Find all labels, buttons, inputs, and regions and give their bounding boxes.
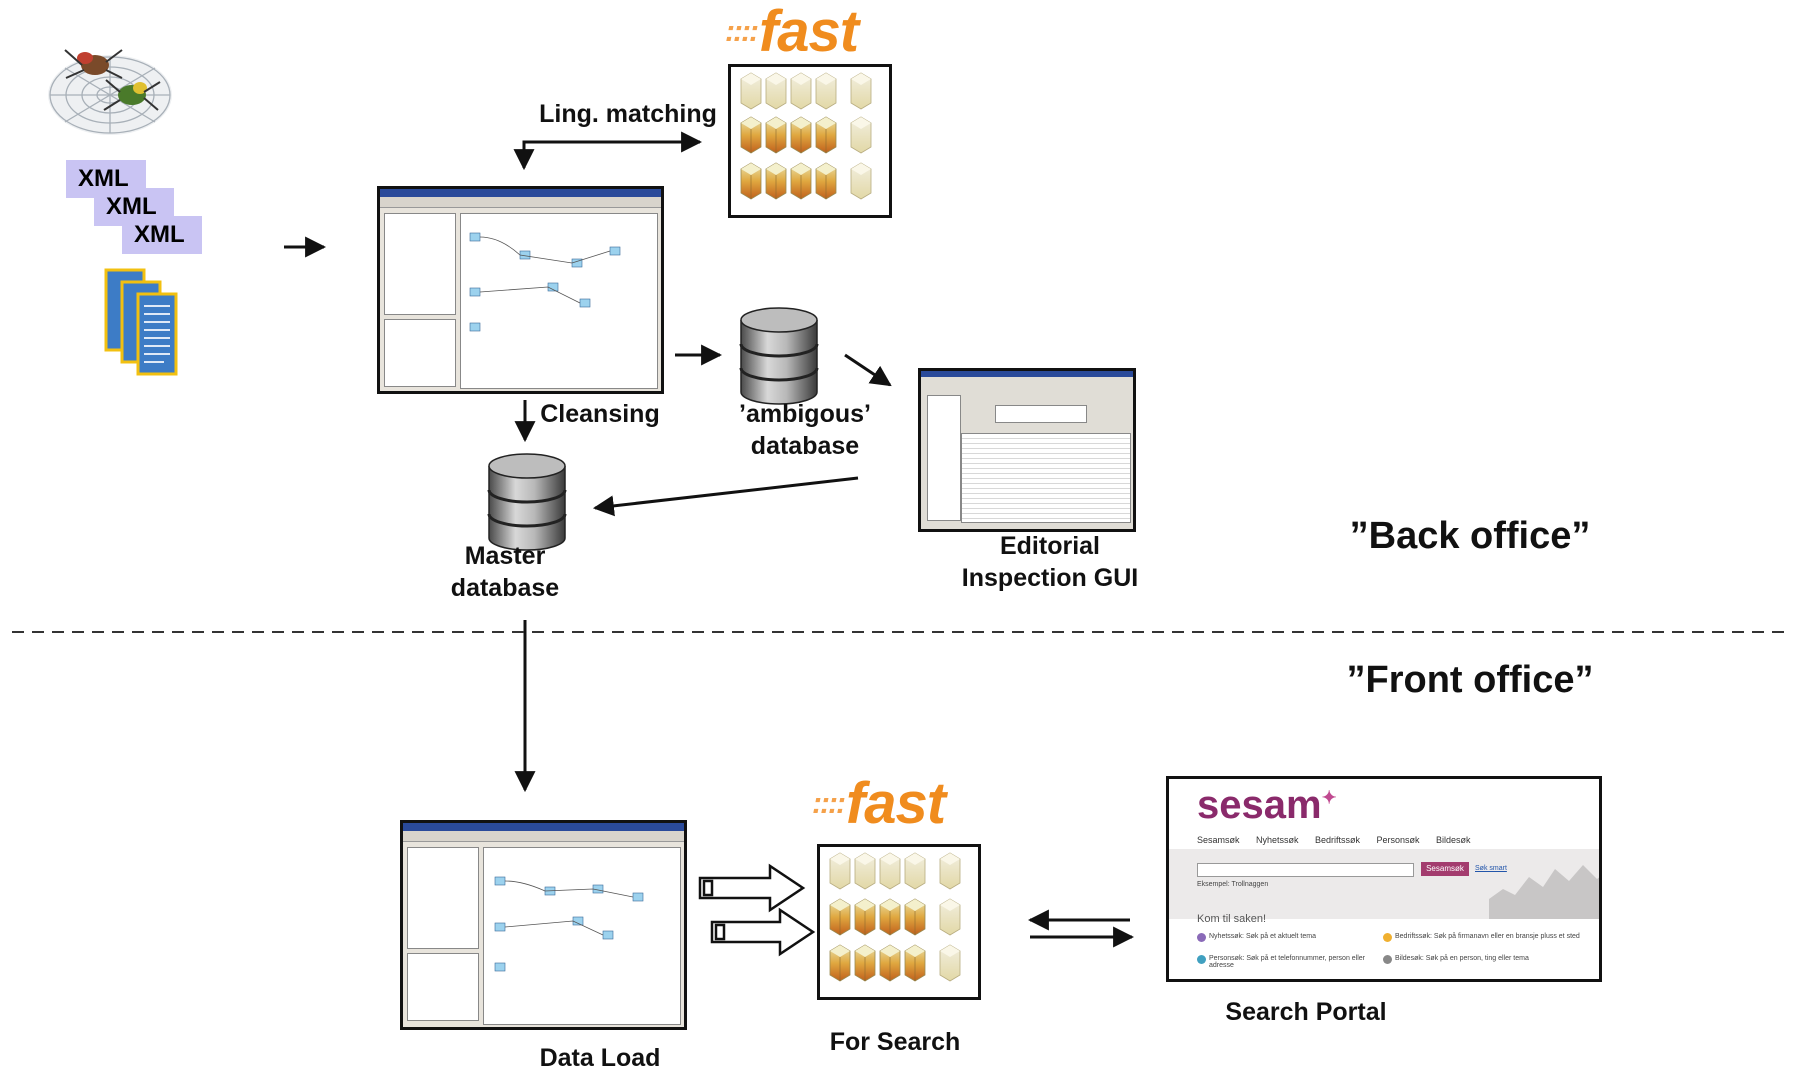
- master-db-label: Master database: [420, 540, 590, 604]
- master-db-label-line1: Master: [464, 542, 546, 570]
- back-office-label: ”Back office”: [1349, 515, 1591, 557]
- spider-icon: [103, 79, 161, 111]
- ambiguous-db-label-line1: ’ambigous’: [739, 400, 871, 428]
- news-icon: [1197, 933, 1206, 942]
- ambiguous-db-label: ’ambigous’ database: [700, 398, 910, 462]
- server-rack-icon: [829, 852, 961, 982]
- search-portal-screenshot: sesam✦ Sesamsøk Nyhetssøk Bedriftssøk Pe…: [1166, 776, 1602, 982]
- fast-logo: ::::fast: [812, 771, 946, 836]
- editorial-gui-label: Editorial Inspection GUI: [930, 530, 1170, 594]
- server-rack-icon: [740, 72, 872, 200]
- portal-item-person[interactable]: Personsøk: Søk på et telefonnummer, pers…: [1209, 955, 1366, 969]
- portal-item-image[interactable]: Bildesøk: Søk på en person, ting eller t…: [1395, 955, 1529, 962]
- portal-item-news[interactable]: Nyhetssøk: Søk på et aktuelt tema: [1209, 933, 1316, 940]
- front-office-label: ”Front office”: [1346, 659, 1594, 701]
- cleansing-tool-screenshot: [377, 186, 664, 394]
- ling-matching-label: Ling. matching: [539, 100, 717, 128]
- editorial-gui-screenshot: [918, 368, 1136, 532]
- image-icon: [1383, 955, 1392, 964]
- portal-search-button[interactable]: Sesamsøk: [1421, 862, 1469, 876]
- company-icon: [1383, 933, 1392, 942]
- data-load-tool-screenshot: [400, 820, 687, 1030]
- fast-server-cluster: [728, 64, 892, 218]
- arrow-ambiguous-to-editorial: [844, 353, 892, 387]
- arrow-editorial-to-master: [592, 476, 859, 517]
- portal-welcome: Kom til saken!: [1197, 913, 1267, 925]
- editorial-gui-label-line2: Inspection GUI: [961, 564, 1139, 592]
- database-icon: [487, 452, 567, 552]
- master-db-label-line2: database: [450, 574, 560, 602]
- person-icon: [1197, 955, 1206, 964]
- hollow-arrow-icon: [698, 863, 816, 957]
- ambiguous-db-label-line2: database: [750, 432, 860, 460]
- portal-example: Eksempel: Trollnaggen: [1197, 881, 1269, 888]
- data-load-label: Data Load: [539, 1044, 661, 1072]
- portal-search-input[interactable]: [1197, 863, 1414, 877]
- arrow-ling-matching: [522, 131, 703, 165]
- xml-tag: XML: [122, 216, 202, 254]
- fast-server-cluster: [817, 844, 981, 1000]
- for-search-label: For Search: [829, 1028, 961, 1056]
- editorial-gui-label-line1: Editorial: [999, 532, 1100, 560]
- portal-smart-link[interactable]: Søk smart: [1475, 865, 1507, 872]
- portal-tabs: Sesamsøk Nyhetssøk Bedriftssøk Personsøk…: [1197, 835, 1471, 845]
- cleansing-label: Cleansing: [540, 400, 660, 428]
- sesam-logo: sesam✦: [1197, 783, 1337, 827]
- fast-logo: ::::fast: [725, 0, 859, 64]
- spider-icon: [64, 49, 123, 79]
- document-stack-icon: [104, 268, 178, 376]
- search-portal-label: Search Portal: [1225, 998, 1387, 1026]
- spider-web-icon: [48, 49, 172, 135]
- database-icon: [739, 306, 819, 406]
- portal-item-company[interactable]: Bedriftssøk: Søk på firmanavn eller en b…: [1395, 933, 1580, 940]
